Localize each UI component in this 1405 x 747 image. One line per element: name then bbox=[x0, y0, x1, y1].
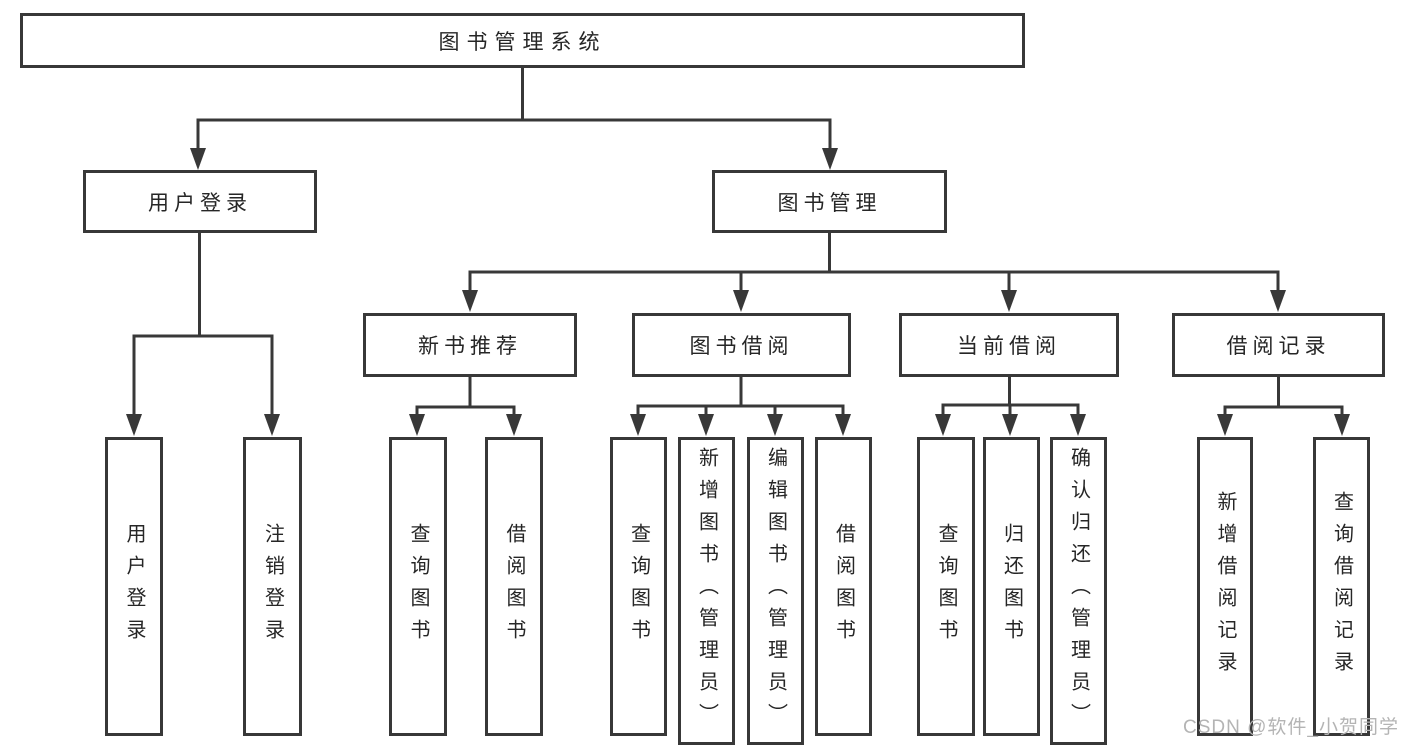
arrowhead bbox=[733, 290, 749, 312]
arrowhead bbox=[822, 148, 838, 170]
node-book-management: 图书管理 bbox=[712, 170, 947, 233]
leaf-return-books: 归还图书 bbox=[983, 437, 1040, 736]
node-borrowing-records: 借阅记录 bbox=[1172, 313, 1385, 377]
leaf-borrow-books-recommend: 借阅图书 bbox=[485, 437, 543, 736]
arrowhead bbox=[1270, 290, 1286, 312]
arrowhead bbox=[1334, 414, 1350, 436]
node-current-borrowing: 当前借阅 bbox=[899, 313, 1119, 377]
arrowhead bbox=[409, 414, 425, 436]
leaf-query-books-recommend: 查询图书 bbox=[389, 437, 447, 736]
arrowhead bbox=[630, 414, 646, 436]
arrowhead bbox=[1217, 414, 1233, 436]
watermark: CSDN @软件_小贺同学 bbox=[1183, 717, 1399, 738]
arrowhead bbox=[835, 414, 851, 436]
leaf-logout: 注销登录 bbox=[243, 437, 302, 736]
leaf-user-login: 用户登录 bbox=[105, 437, 163, 736]
connector-current-borrowing bbox=[941, 377, 1080, 416]
arrowhead bbox=[1001, 290, 1017, 312]
node-user-login: 用户登录 bbox=[83, 170, 317, 233]
connector-user-login bbox=[132, 233, 274, 416]
connector-new-book bbox=[415, 377, 516, 416]
leaf-borrow-books: 借阅图书 bbox=[815, 437, 872, 736]
leaf-add-books-admin: 新增图书（管理员） bbox=[678, 437, 735, 745]
arrowhead bbox=[506, 414, 522, 436]
node-library-system: 图书管理系统 bbox=[20, 13, 1025, 68]
leaf-query-books-borrow: 查询图书 bbox=[610, 437, 667, 736]
connector-borrowing-records bbox=[1223, 377, 1344, 416]
leaf-query-borrow-record: 查询借阅记录 bbox=[1313, 437, 1370, 736]
arrowhead bbox=[1070, 414, 1086, 436]
node-book-borrowing: 图书借阅 bbox=[632, 313, 851, 377]
arrowhead bbox=[767, 414, 783, 436]
connector-root bbox=[196, 68, 832, 150]
arrowhead bbox=[462, 290, 478, 312]
arrowhead bbox=[1002, 414, 1018, 436]
leaf-confirm-return-admin: 确认归还（管理员） bbox=[1050, 437, 1107, 745]
leaf-edit-books-admin: 编辑图书（管理员） bbox=[747, 437, 804, 745]
leaf-add-borrow-record: 新增借阅记录 bbox=[1197, 437, 1253, 736]
arrowhead bbox=[698, 414, 714, 436]
arrowhead bbox=[126, 414, 142, 436]
connector-book-management bbox=[468, 233, 1280, 292]
node-new-book-recommendation: 新书推荐 bbox=[363, 313, 577, 377]
arrowhead bbox=[190, 148, 206, 170]
arrowhead bbox=[935, 414, 951, 436]
leaf-query-books-current: 查询图书 bbox=[917, 437, 975, 736]
arrowhead bbox=[264, 414, 280, 436]
connector-book-borrowing bbox=[636, 377, 845, 416]
